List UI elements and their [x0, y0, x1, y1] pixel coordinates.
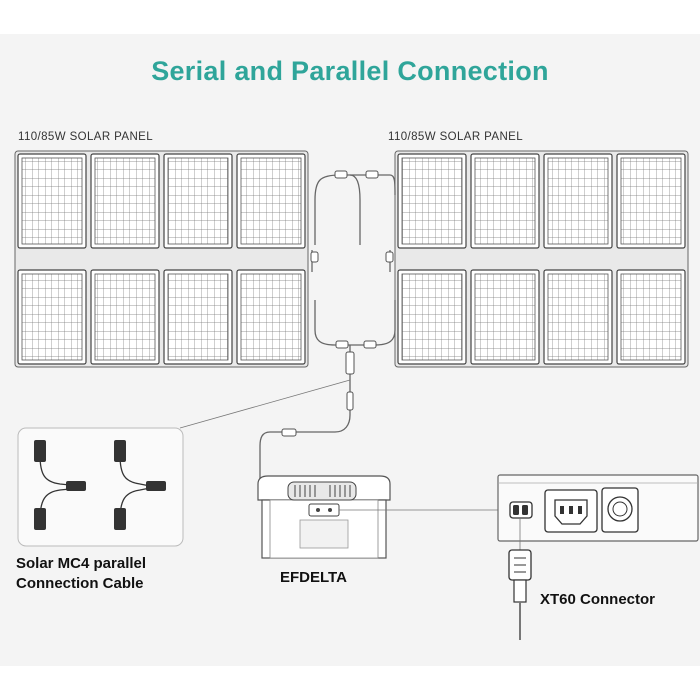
efdelta-label: EFDELTA — [280, 569, 347, 586]
right-solar-panel — [394, 150, 689, 368]
solar-cell-grid — [94, 273, 156, 361]
solar-cell-grid — [547, 157, 609, 245]
solar-cell-grid — [620, 273, 682, 361]
solar-cell-grid — [547, 273, 609, 361]
solar-cell-grid — [401, 157, 463, 245]
solar-cell-grid — [474, 273, 536, 361]
solar-cell-grid — [474, 157, 536, 245]
rear-panel-detail — [497, 474, 699, 542]
panel-frame — [14, 150, 309, 368]
panel-frame — [394, 150, 689, 368]
left-panel-label: 110/85W SOLAR PANEL — [18, 131, 154, 143]
solar-cell-grid — [240, 273, 302, 361]
page-title: Serial and Parallel Connection — [151, 56, 549, 86]
solar-cell-grid — [620, 157, 682, 245]
efdelta-power-station — [257, 475, 391, 559]
xt60-label: XT60 Connector — [540, 591, 656, 608]
mc4-cable-caption: Solar MC4 parallel Connection Cable — [16, 554, 146, 594]
mc4-caption-line1: Solar MC4 parallel — [16, 555, 147, 572]
solar-cell-grid — [401, 273, 463, 361]
solar-cell-grid — [167, 273, 229, 361]
solar-cell-grid — [21, 273, 83, 361]
mc4-cable-inset — [17, 427, 184, 547]
solar-cell-grid — [94, 157, 156, 245]
mc4-connectors — [281, 170, 394, 437]
solar-cell-grid — [21, 157, 83, 245]
left-solar-panel — [14, 150, 309, 368]
mc4-caption-line2: Connection Cable — [16, 575, 144, 592]
xt60-plug — [508, 518, 532, 640]
solar-cell-grid — [240, 157, 302, 245]
solar-cell-grid — [167, 157, 229, 245]
right-panel-label: 110/85W SOLAR PANEL — [388, 131, 524, 143]
callout-line — [179, 379, 351, 429]
